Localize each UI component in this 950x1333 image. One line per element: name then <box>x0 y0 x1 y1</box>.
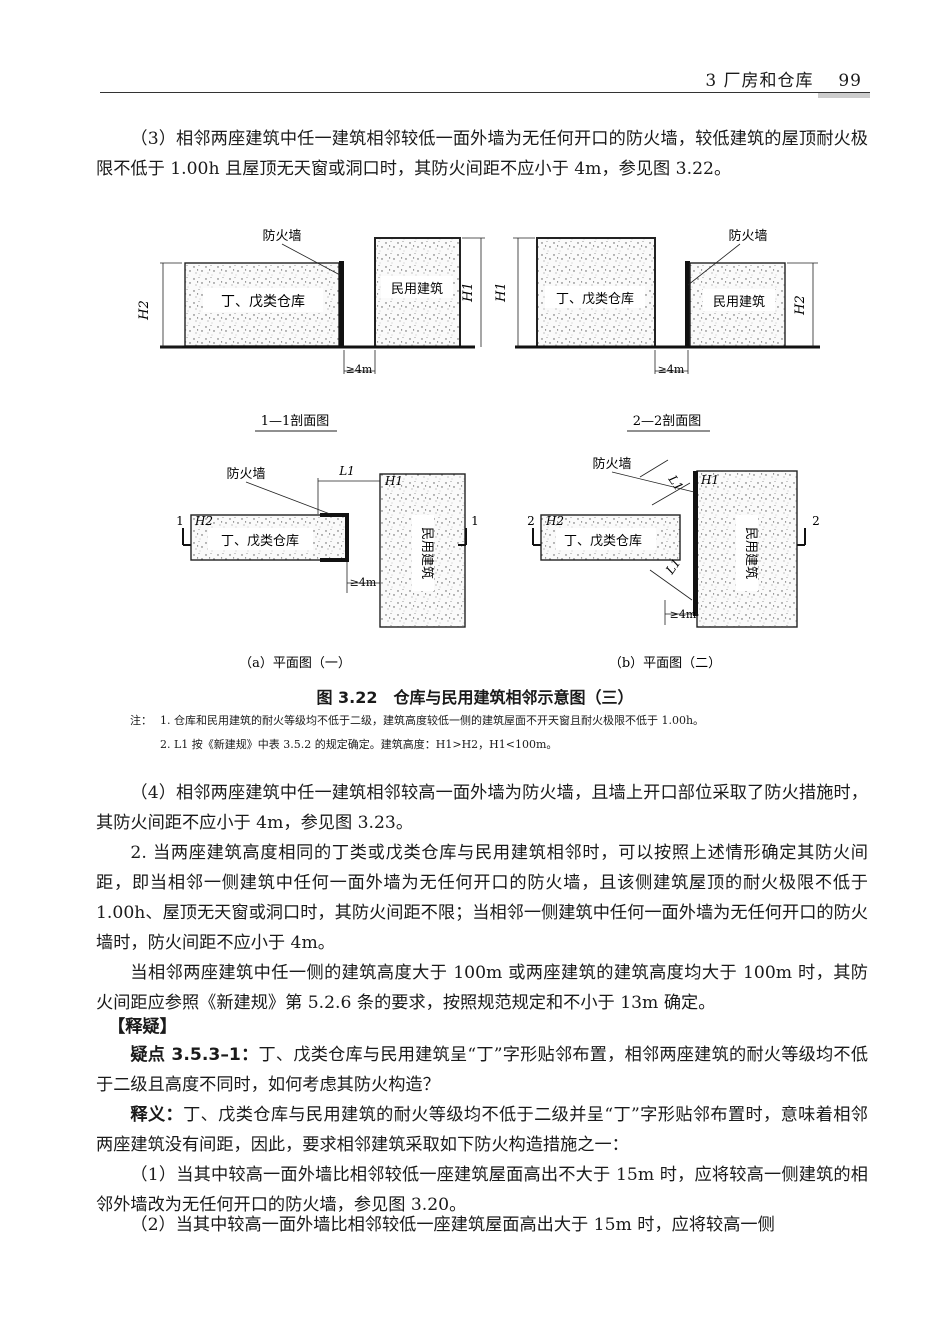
fire-wall <box>339 261 344 347</box>
page-number: 99 <box>838 71 862 91</box>
fire-wall <box>685 261 690 347</box>
running-header: 3 厂房和仓库 99 <box>100 62 870 98</box>
section-mark: 1 <box>471 514 479 528</box>
warehouse-label: 丁、戊类仓库 <box>221 294 305 310</box>
h2-label: H2 <box>137 300 152 321</box>
civil-label: 民用建筑 <box>743 527 759 579</box>
plan-b: 丁、戊类仓库 民用建筑 防火墙 L1 L1 H1 H2 2 2 ≥4m <box>527 456 820 628</box>
h2-label: H2 <box>545 514 564 528</box>
question-label: 疑点 3.5.3–1： <box>130 1045 259 1065</box>
section-mark: 2 <box>527 514 535 528</box>
warehouse-label: 丁、戊类仓库 <box>221 533 299 549</box>
figure-3-22: 丁、戊类仓库 民用建筑 防火墙 H2 H1 ≥4m 1—1剖面图 丁、戊类仓库 … <box>137 228 820 671</box>
civil-label: 民用建筑 <box>419 527 435 579</box>
section-title: 【释疑】 <box>108 1017 177 1037</box>
section-2-2-title: 2—2剖面图 <box>633 414 702 429</box>
note-1: 注：1. 仓库和民用建筑的耐火等级均不低于二级，建筑高度较低一侧的建筑屋面不开天… <box>130 711 870 730</box>
section-2-2: 丁、戊类仓库 民用建筑 防火墙 H1 H2 ≥4m 2—2剖面图 <box>494 228 820 432</box>
section-1-1: 丁、戊类仓库 民用建筑 防火墙 H2 H1 ≥4m 1—1剖面图 <box>137 228 485 432</box>
measure-1: （1）当其中较高一面外墙比相邻较低一座建筑屋面高出不大于 15m 时，应将较高一… <box>96 1165 868 1215</box>
section-mark: 1 <box>176 514 184 528</box>
distance-label: ≥4m <box>350 576 377 589</box>
h1-label: H1 <box>384 474 403 488</box>
answer-label: 释义： <box>130 1105 184 1125</box>
header-rule <box>100 92 870 93</box>
question: 疑点 3.5.3–1：丁、戊类仓库与民用建筑呈“丁”字形贴邻布置，相邻两座建筑的… <box>96 1045 869 1095</box>
civil-label: 民用建筑 <box>713 294 765 310</box>
h2-label: H2 <box>194 514 213 528</box>
h1-label: H1 <box>700 473 719 487</box>
h2-label: H2 <box>793 295 808 316</box>
fire-wall-label: 防火墙 <box>728 228 767 244</box>
fire-wall-label: 防火墙 <box>226 466 265 482</box>
l1-label: L1 <box>665 472 686 494</box>
fire-wall <box>693 471 698 616</box>
distance-label: ≥4m <box>346 363 373 376</box>
chapter-title: 3 厂房和仓库 <box>705 71 814 91</box>
paragraph-4: （4）相邻两座建筑中任一建筑相邻较高一面外墙为防火墙，且墙上开口部位采取了防火措… <box>96 783 868 833</box>
paragraph-3: （3）相邻两座建筑中任一建筑相邻较低一面外墙为无任何开口的防火墙，较低建筑的屋顶… <box>96 129 868 179</box>
distance-label: ≥4m <box>670 608 697 621</box>
plan-a-title: （a）平面图（一） <box>239 656 351 671</box>
warehouse-label: 丁、戊类仓库 <box>556 291 634 307</box>
fire-wall-label: 防火墙 <box>262 228 301 244</box>
civil-label: 民用建筑 <box>391 281 443 297</box>
distance-label: ≥4m <box>658 363 685 376</box>
section-1-1-title: 1—1剖面图 <box>261 414 330 429</box>
warehouse-label: 丁、戊类仓库 <box>564 533 642 549</box>
l1-label: L1 <box>338 464 355 478</box>
plan-b-title: （b）平面图（二） <box>609 656 721 671</box>
section-mark: 2 <box>812 514 820 528</box>
header-tab <box>818 93 870 98</box>
fire-wall-label: 防火墙 <box>592 456 631 472</box>
measure-2: （2）当其中较高一面外墙比相邻较低一座建筑屋面高出大于 15m 时，应将较高一侧 <box>130 1215 775 1235</box>
note-label: 注： <box>130 714 152 727</box>
paragraph-100m: 当相邻两座建筑中任一侧的建筑高度大于 100m 或两座建筑的建筑高度均大于 10… <box>96 963 868 1013</box>
note-2: 2. L1 按《新建规》中表 3.5.2 的规定确定。建筑高度：H1>H2，H1… <box>160 738 558 751</box>
plan-a: 丁、戊类仓库 民用建筑 防火墙 L1 H1 H2 1 1 ≥4m <box>176 464 479 628</box>
fire-wall <box>320 513 349 562</box>
paragraph-2: 2. 当两座建筑高度相同的丁类或戊类仓库与民用建筑相邻时，可以按照上述情形确定其… <box>96 843 868 953</box>
answer: 释义：丁、戊类仓库与民用建筑的耐火等级均不低于二级并呈“丁”字形贴邻布置时，意味… <box>96 1105 868 1155</box>
figure-caption: 图 3.22 仓库与民用建筑相邻示意图（三） <box>316 688 634 707</box>
h1-label: H1 <box>494 282 509 303</box>
h1-label: H1 <box>461 282 476 303</box>
